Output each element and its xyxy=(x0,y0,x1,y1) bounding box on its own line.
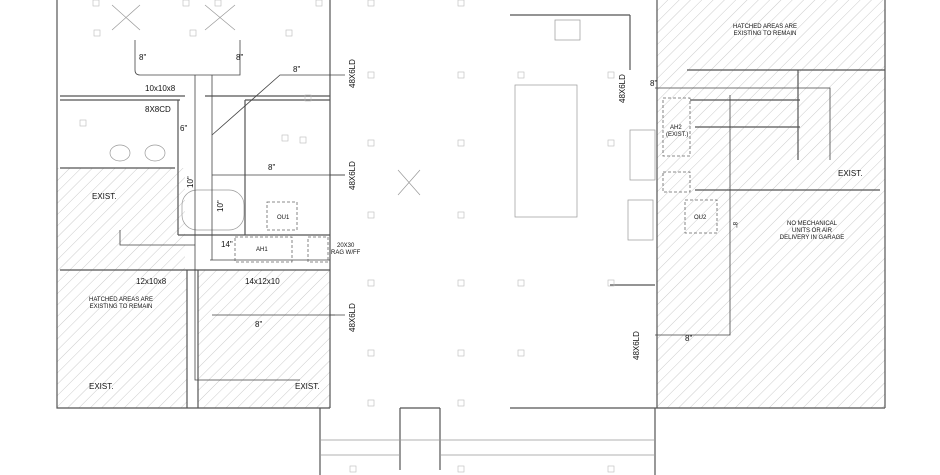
ou2-outline xyxy=(684,199,718,234)
existing-label: EXIST. xyxy=(295,382,319,391)
register-symbol xyxy=(349,465,357,473)
register-symbol xyxy=(457,465,465,473)
register-symbol xyxy=(315,0,323,7)
register-symbol xyxy=(367,71,375,79)
note-hatched-left-2: EXISTING TO REMAIN xyxy=(90,304,153,310)
register-symbol xyxy=(457,211,465,219)
register-symbol xyxy=(93,29,101,37)
note-hatched-right-2: EXISTING TO REMAIN xyxy=(734,31,797,37)
register-symbol xyxy=(79,119,87,127)
note-garage-3: DELIVERY IN GARAGE xyxy=(780,235,844,241)
note-garage-1: NO MECHANICAL xyxy=(787,221,838,227)
register-symbol xyxy=(457,71,465,79)
equipment xyxy=(234,97,718,263)
ou1-outline xyxy=(266,201,298,231)
walls xyxy=(56,0,886,475)
register-symbol xyxy=(517,349,525,357)
fitting-label: 8X8CD xyxy=(145,105,171,114)
fitting-labels: 10x10x8 8X8CD 12x10x8 14x12x10 xyxy=(136,84,280,286)
duct-size: 10" xyxy=(186,176,195,188)
ah1-outline xyxy=(234,236,293,263)
register-symbol xyxy=(304,94,312,102)
ah2-outline xyxy=(662,97,691,157)
registers xyxy=(79,0,615,473)
register-symbol xyxy=(457,0,465,7)
register-symbol xyxy=(607,139,615,147)
duct-size: 8" xyxy=(236,53,243,62)
grille-label: 48X6LD xyxy=(348,303,357,332)
return-grille-outline xyxy=(307,236,329,263)
register-symbol xyxy=(367,279,375,287)
grille-label: 48X6LD xyxy=(618,74,627,103)
existing-labels: EXIST. EXIST. EXIST. EXIST. xyxy=(89,169,862,391)
register-symbol xyxy=(285,29,293,37)
register-symbol xyxy=(607,465,615,473)
duct-size: 8" xyxy=(139,53,146,62)
grille-label: 48X6LD xyxy=(632,331,641,360)
register-symbol xyxy=(367,211,375,219)
fitting-label: 12x10x8 xyxy=(136,277,167,286)
fitting-label: 14x12x10 xyxy=(245,277,280,286)
ah2-note: (EXIST.) xyxy=(666,132,688,138)
duct-size: 8" xyxy=(293,65,300,74)
register-symbol xyxy=(607,71,615,79)
register-symbol xyxy=(182,0,190,7)
duct-size: 14" xyxy=(221,240,233,249)
hatched-existing-areas xyxy=(57,0,885,408)
return-grille-type: RAG W/FF xyxy=(331,250,361,256)
register-symbol xyxy=(517,71,525,79)
ou1-label: OU1 xyxy=(277,215,290,221)
register-symbol xyxy=(92,0,100,7)
note-hatched-left-1: HATCHED AREAS ARE xyxy=(89,297,153,303)
register-symbol xyxy=(281,134,289,142)
existing-label: EXIST. xyxy=(92,192,116,201)
register-symbol xyxy=(517,279,525,287)
duct-size: 8" xyxy=(650,79,657,88)
register-symbol xyxy=(607,279,615,287)
ah1-label: AH1 xyxy=(256,247,268,253)
ductwork xyxy=(119,40,831,381)
register-symbol xyxy=(367,399,375,407)
duct-size: 8" xyxy=(731,222,737,227)
duct-size: 8" xyxy=(268,163,275,172)
register-symbol xyxy=(214,0,222,7)
duct-size: 8" xyxy=(685,334,692,343)
register-symbol xyxy=(367,349,375,357)
return-grille-size: 20X30 xyxy=(337,243,355,249)
grille-labels: 48X6LD 48X6LD 48X6LD 48X6LD 48X6LD xyxy=(348,59,641,360)
register-symbol xyxy=(457,139,465,147)
ah2-label: AH2 xyxy=(670,125,682,131)
register-symbol xyxy=(457,279,465,287)
register-symbol xyxy=(367,139,375,147)
existing-label: EXIST. xyxy=(89,382,113,391)
ou2-label: OU2 xyxy=(694,215,707,221)
register-symbol xyxy=(457,399,465,407)
register-symbol xyxy=(189,29,197,37)
general-notes: HATCHED AREAS ARE EXISTING TO REMAIN HAT… xyxy=(89,24,844,310)
duct-size-labels: 8" 8" 8" 8" 8" 8" 8" 6" 10" 10" 14" 8" xyxy=(139,53,737,343)
fitting-label: 10x10x8 xyxy=(145,84,176,93)
register-symbol xyxy=(299,136,307,144)
duct-size: 6" xyxy=(180,124,187,133)
duct-size: 8" xyxy=(255,320,262,329)
note-hatched-right-1: HATCHED AREAS ARE xyxy=(733,24,797,30)
register-symbol xyxy=(457,349,465,357)
existing-label: EXIST. xyxy=(838,169,862,178)
register-symbol xyxy=(367,0,375,7)
equipment-labels: OU1 AH1 20X30 RAG W/FF AH2 (EXIST.) OU2 xyxy=(256,125,707,256)
note-garage-2: UNITS OR AIR xyxy=(792,228,833,234)
ah2-return-outline xyxy=(662,171,691,193)
duct-size: 10" xyxy=(216,200,225,212)
grille-label: 48X6LD xyxy=(348,161,357,190)
grille-label: 48X6LD xyxy=(348,59,357,88)
